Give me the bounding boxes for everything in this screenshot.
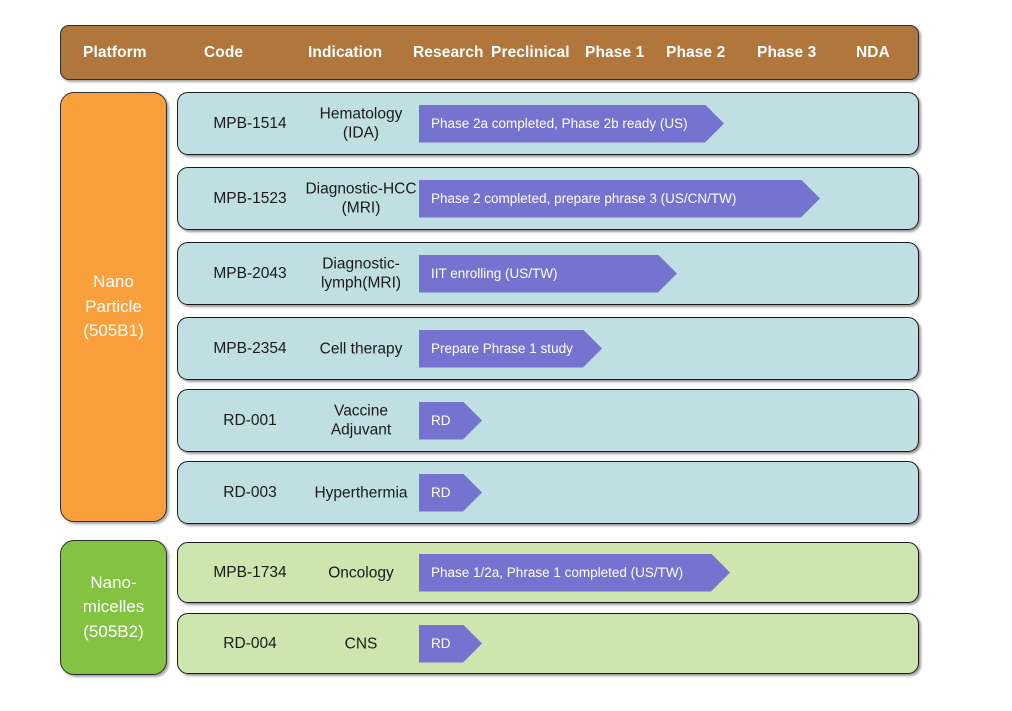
status-arrow-label: IIT enrolling (US/TW) (431, 266, 558, 281)
platform-box-nano-micelles: Nano- micelles (505B2) (60, 540, 167, 675)
status-arrow[interactable]: Phase 2 completed, prepare phrase 3 (US/… (419, 180, 820, 218)
platform-box-nano-particle: Nano Particle (505B1) (60, 92, 167, 522)
status-arrow[interactable]: Phase 2a completed, Phase 2b ready (US) (419, 105, 724, 143)
program-row[interactable]: RD-003 Hyperthermia RD (177, 461, 919, 524)
program-row[interactable]: MPB-1523 Diagnostic-HCC(MRI) Phase 2 compl… (177, 167, 919, 230)
row-indication: Cell therapy (296, 339, 426, 358)
header-label-preclinical: Preclinical (491, 44, 570, 61)
platform-label-nano-particle: Nano Particle (505B1) (83, 270, 143, 344)
status-arrow-label: Phase 1/2a, Phrase 1 completed (US/TW) (431, 565, 684, 580)
row-indication-line-1: CNS (344, 634, 378, 652)
header-label-research: Research (413, 44, 484, 61)
status-arrow-label: RD (431, 485, 451, 500)
program-row[interactable]: RD-004 CNS RD (177, 613, 919, 674)
row-code: MPB-1514 (213, 114, 287, 132)
row-indication-line-2: (MRI) (341, 199, 381, 217)
program-row[interactable]: MPB-1514 Hematology(IDA) Phase 2a complete… (177, 92, 919, 155)
header-label-nda: NDA (856, 44, 890, 61)
status-arrow[interactable]: IIT enrolling (US/TW) (419, 255, 677, 293)
status-arrow-label: Prepare Phrase 1 study (431, 341, 573, 356)
row-indication-line-1: Diagnostic- (322, 255, 400, 273)
row-code: MPB-1523 (213, 189, 287, 207)
row-indication-line-2: lymph(MRI) (320, 274, 402, 292)
status-arrow[interactable]: Phase 1/2a, Phrase 1 completed (US/TW) (419, 554, 730, 592)
row-code: MPB-2043 (213, 264, 287, 282)
row-indication: Diagnostic-lymph(MRI) (296, 254, 426, 293)
status-arrow[interactable]: RD (419, 625, 482, 663)
program-row[interactable]: MPB-1734 Oncology Phase 1/2a, Phrase 1 com… (177, 542, 919, 603)
row-code: RD-004 (223, 634, 277, 652)
row-indication: Diagnostic-HCC(MRI) (296, 179, 426, 218)
row-code: RD-003 (223, 483, 277, 501)
platform-line-3: (505B2) (83, 621, 144, 641)
row-indication-line-2: Adjuvant (330, 421, 392, 439)
row-indication: Hematology(IDA) (296, 104, 426, 143)
row-indication-line-1: Vaccine (334, 402, 388, 420)
header-label-phase-3: Phase 3 (757, 44, 817, 61)
row-indication-line-1: Hyperthermia (314, 483, 408, 501)
platform-line-2: micelles (82, 597, 145, 617)
row-code: RD-001 (223, 411, 277, 429)
status-arrow[interactable]: Prepare Phrase 1 study (419, 330, 602, 368)
row-indication-line-1: Hematology (319, 105, 403, 123)
platform-line-2: Particle (85, 296, 142, 316)
status-arrow-label: RD (431, 636, 451, 651)
pipeline-header-bar: Platform Code Indication Research Preclinica… (60, 25, 919, 80)
program-row[interactable]: MPB-2043 Diagnostic-lymph(MRI) IIT enrolli… (177, 242, 919, 305)
platform-line-1: Nano (93, 272, 134, 292)
row-indication-line-1: Diagnostic-HCC (305, 180, 417, 198)
header-label-phase-2: Phase 2 (666, 44, 726, 61)
status-arrow[interactable]: RD (419, 402, 482, 440)
row-indication: Hyperthermia (296, 483, 426, 502)
row-indication: Oncology (296, 563, 426, 582)
status-arrow[interactable]: RD (419, 474, 482, 512)
row-indication-line-2: (IDA) (342, 124, 380, 142)
header-label-code: Code (204, 44, 244, 61)
row-code: MPB-1734 (213, 563, 287, 581)
program-row[interactable]: MPB-2354 Cell therapy Prepare Phrase 1 stu… (177, 317, 919, 380)
row-indication: CNS (296, 634, 426, 653)
header-label-platform: Platform (83, 44, 147, 61)
header-label-phase-1: Phase 1 (585, 44, 645, 61)
platform-label-nano-micelles: Nano- micelles (505B2) (83, 571, 144, 645)
row-indication-line-1: Oncology (328, 563, 394, 581)
row-code: MPB-2354 (213, 339, 287, 357)
platform-line-3: (505B1) (83, 321, 144, 341)
platform-line-1: Nano- (90, 572, 137, 592)
status-arrow-label: Phase 2a completed, Phase 2b ready (US) (431, 116, 688, 131)
row-indication-line-1: Cell therapy (319, 339, 403, 357)
status-arrow-label: Phase 2 completed, prepare phrase 3 (US/… (431, 191, 737, 206)
header-label-indication: Indication (308, 44, 383, 61)
status-arrow-label: RD (431, 413, 451, 428)
